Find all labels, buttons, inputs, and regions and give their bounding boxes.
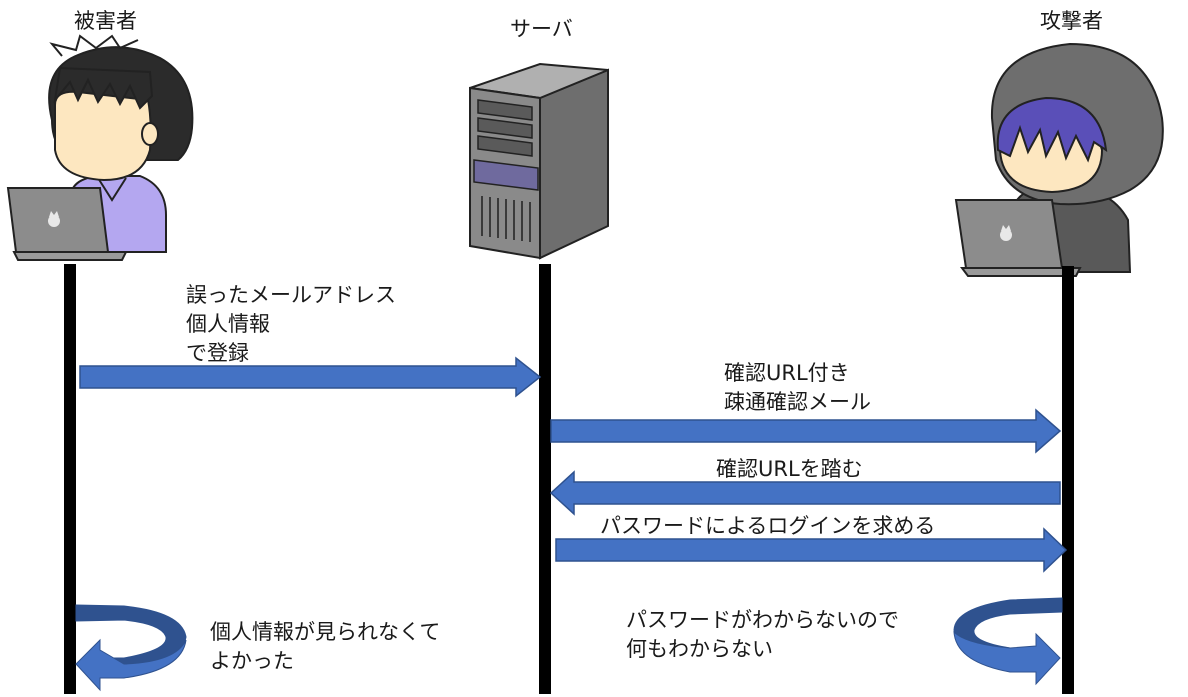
self-loop-attacker	[953, 597, 1063, 686]
message-line: 個人情報	[186, 312, 270, 336]
actor-label-victim: 被害者	[74, 9, 137, 33]
message-register-label: 誤ったメールアドレス 個人情報 で登録	[186, 281, 396, 368]
message-line: 誤ったメールアドレス	[186, 283, 396, 307]
note-line: パスワードがわからないので	[626, 608, 899, 632]
tower-server-icon	[469, 62, 609, 260]
note-attacker: パスワードがわからないので 何もわからない	[626, 606, 899, 664]
note-line: よかった	[210, 649, 294, 673]
message-line: パスワードによるログインを求める	[600, 514, 936, 538]
message-confirmation-mail-label: 確認URL付き 疎通確認メール	[724, 359, 871, 417]
arrow-confirmation-mail	[550, 408, 1062, 454]
person-with-laptop-icon	[6, 34, 194, 261]
message-password-request-label: パスワードによるログインを求める	[600, 512, 935, 541]
note-line: 何もわからない	[626, 637, 773, 661]
message-click-url-label: 確認URLを踏む	[716, 455, 863, 484]
arrow-register	[79, 356, 542, 398]
arrow-click-url	[549, 470, 1061, 516]
note-line: 個人情報が見られなくて	[210, 620, 441, 644]
self-loop-victim	[75, 604, 187, 692]
message-line: で登録	[186, 341, 249, 365]
message-line: 確認URLを踏む	[716, 457, 863, 481]
message-line: 確認URL付き	[724, 361, 850, 385]
actor-label-attacker: 攻撃者	[1040, 9, 1103, 33]
message-line: 疎通確認メール	[724, 390, 871, 414]
note-victim: 個人情報が見られなくて よかった	[210, 618, 440, 676]
hooded-person-with-laptop-icon	[954, 42, 1164, 277]
arrow-password-request	[555, 527, 1068, 573]
actor-label-server: サーバ	[510, 17, 573, 41]
